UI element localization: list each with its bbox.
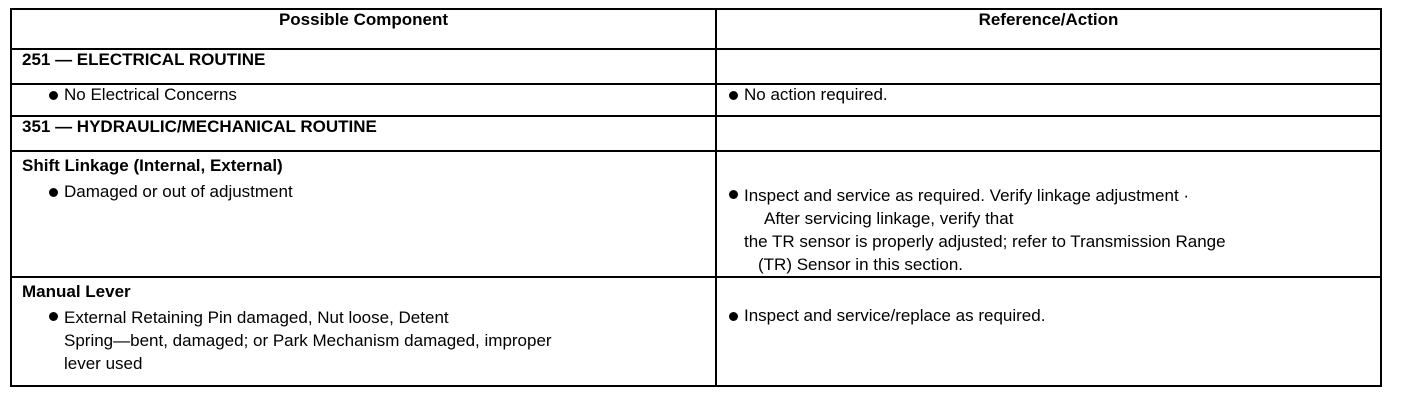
action-line: After servicing linkage, verify that <box>764 209 1014 228</box>
table-row: Manual Lever External Retaining Pin dama… <box>10 276 1382 387</box>
action-line: Inspect and service as required. Verify … <box>744 186 1190 205</box>
manual-lever-title: Manual Lever <box>22 282 131 301</box>
section-row-hydraulic: 351 — HYDRAULIC/MECHANICAL ROUTINE <box>10 115 1382 152</box>
component-text: Damaged or out of adjustment <box>64 182 293 201</box>
section-row-electrical: 251 — ELECTRICAL ROUTINE <box>10 48 1382 85</box>
shift-linkage-title: Shift Linkage (Internal, External) <box>22 156 283 175</box>
bullet-icon <box>49 312 58 321</box>
section-title-electrical: 251 — ELECTRICAL ROUTINE <box>22 50 266 69</box>
component-line: Spring—bent, damaged; or Park Mechanism … <box>64 331 552 350</box>
action-text: Inspect and service/replace as required. <box>744 306 1046 325</box>
table-row: No Electrical Concerns No action require… <box>10 83 1382 117</box>
bullet-icon <box>49 91 58 100</box>
bullet-icon <box>729 91 738 100</box>
header-reference-action: Reference/Action <box>715 8 1382 50</box>
bullet-icon <box>49 188 58 197</box>
component-text: No Electrical Concerns <box>64 85 237 104</box>
action-line: the TR sensor is properly adjusted; refe… <box>744 232 1226 251</box>
empty-cell <box>715 48 1382 85</box>
action-text: No action required. <box>744 85 888 104</box>
component-line: lever used <box>64 354 143 373</box>
header-row: Possible Component Reference/Action <box>10 8 1382 50</box>
table-row: Shift Linkage (Internal, External) Damag… <box>10 150 1382 278</box>
diagnostic-table: Possible Component Reference/Action 251 … <box>10 8 1382 387</box>
action-line: (TR) Sensor in this section. <box>758 255 964 274</box>
empty-cell <box>715 115 1382 152</box>
bullet-icon <box>729 190 738 199</box>
header-possible-component: Possible Component <box>10 8 717 50</box>
component-line: External Retaining Pin damaged, Nut loos… <box>64 308 449 327</box>
bullet-icon <box>729 312 738 321</box>
section-title-hydraulic: 351 — HYDRAULIC/MECHANICAL ROUTINE <box>22 117 377 136</box>
